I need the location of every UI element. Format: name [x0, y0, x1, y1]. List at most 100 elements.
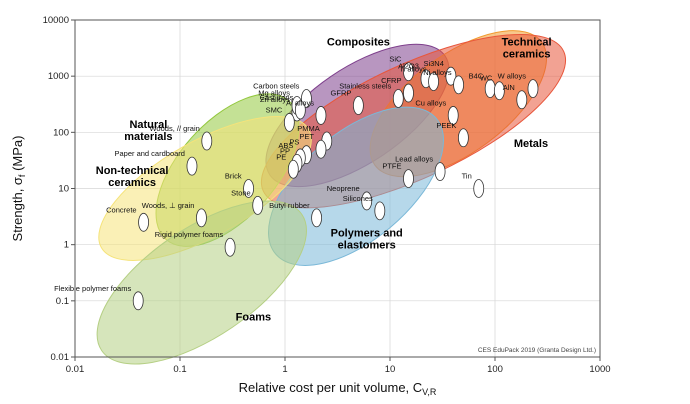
- material-label: Cast irons: [260, 93, 294, 102]
- material-label: PEEK: [436, 121, 456, 130]
- material-label: Paper and cardboard: [114, 149, 184, 158]
- material-bubble: [374, 201, 386, 221]
- y-tick-label: 0.01: [51, 352, 70, 363]
- material-label: Ti alloys: [399, 65, 426, 74]
- material-bubble: [224, 237, 236, 257]
- family-envelopes: [96, 30, 567, 365]
- material-bubble: [403, 83, 414, 103]
- material-label: Neoprene: [327, 184, 360, 193]
- x-tick-label: 10: [385, 364, 396, 375]
- material-bubble: [473, 179, 485, 198]
- x-tick-label: 0.01: [66, 364, 85, 375]
- family-label: Composites: [327, 37, 390, 49]
- x-tick-label: 0.1: [173, 364, 186, 375]
- material-bubble: [403, 169, 414, 189]
- material-label: PET: [299, 132, 314, 141]
- material-bubble: [138, 212, 149, 232]
- material-label: Flexible polymer foams: [54, 284, 131, 293]
- material-label: PS: [289, 138, 299, 147]
- material-bubble: [311, 208, 323, 228]
- material-label: Si3N4: [423, 59, 443, 68]
- material-bubble: [453, 75, 464, 95]
- material-label: PTFE: [382, 162, 401, 171]
- material-label: Stainless steels: [339, 82, 391, 91]
- material-label: Lead alloys: [395, 155, 433, 164]
- material-label: Zn alloys: [260, 95, 290, 104]
- material-bubbles: [132, 62, 539, 311]
- material-bubble: [243, 179, 254, 198]
- family-envelope: [96, 200, 307, 365]
- x-tick-label: 1000: [589, 364, 610, 375]
- material-bubble: [132, 291, 144, 311]
- material-bubble: [315, 106, 327, 125]
- x-tick-label: 100: [487, 364, 503, 375]
- material-bubble: [493, 81, 505, 101]
- y-tick-label: 1000: [48, 71, 69, 82]
- material-label: ABS: [278, 141, 293, 150]
- material-label: Carbon steels: [253, 82, 300, 91]
- material-label: W alloys: [498, 72, 527, 81]
- material-label: Al alloys: [286, 98, 314, 107]
- material-bubble: [361, 191, 373, 211]
- material-label: Tin: [462, 172, 472, 181]
- material-bubble: [447, 106, 459, 125]
- material-label: Rigid polymer foams: [155, 230, 224, 239]
- y-tick-label: 1: [64, 240, 69, 251]
- y-tick-label: 0.1: [56, 296, 69, 307]
- material-bubble: [445, 66, 457, 86]
- material-label: CFRP: [381, 76, 401, 85]
- material-label: Woods, ⊥ grain: [142, 201, 195, 210]
- material-label: Woods, // grain: [149, 124, 199, 133]
- family-label: Metals: [514, 138, 548, 150]
- material-label: Concrete: [106, 205, 136, 214]
- material-label: WC: [480, 74, 493, 83]
- material-label: Stone: [231, 188, 251, 197]
- material-bubble: [287, 159, 299, 179]
- material-bubble: [516, 90, 528, 110]
- material-label: PE: [276, 152, 286, 161]
- material-bubble: [283, 113, 295, 132]
- y-tick-label: 10: [58, 184, 69, 195]
- material-bubble: [403, 62, 414, 82]
- material-bubble: [294, 100, 306, 120]
- material-label: Silicones: [343, 194, 373, 203]
- material-label: SMC: [266, 105, 283, 114]
- material-label: Mg alloys: [258, 89, 290, 98]
- material-label: Brick: [225, 172, 242, 181]
- material-label: AlN: [503, 83, 515, 92]
- material-bubble: [201, 131, 213, 151]
- material-bubble: [352, 96, 364, 115]
- y-tick-label: 100: [53, 127, 69, 138]
- y-axis-title: Strength, σf (MPa): [10, 136, 27, 242]
- x-tick-label: 1: [282, 364, 287, 375]
- material-label: B4C: [469, 72, 484, 81]
- material-label: Ni alloys: [423, 68, 452, 77]
- material-label: GFRP: [331, 89, 352, 98]
- y-tick-label: 10000: [43, 15, 69, 26]
- family-label: Foams: [236, 311, 271, 323]
- material-bubble: [428, 72, 439, 92]
- material-label: SiC: [389, 55, 402, 64]
- material-label: PMMA: [297, 124, 320, 133]
- axes: 0.01 0.1 1 10 100 1000 0.01 0.1 1 10 100 1000 10000R…: [10, 15, 611, 397]
- material-bubble: [527, 79, 539, 99]
- material-label: Butyl rubber: [269, 201, 310, 210]
- x-axis-title: Relative cost per unit volume, CV,R: [239, 380, 437, 397]
- material-label: Al2O3: [398, 62, 419, 71]
- material-label: PP: [280, 146, 290, 155]
- material-bubble: [457, 128, 469, 148]
- material-bubble: [392, 89, 404, 108]
- material-bubble: [434, 162, 446, 181]
- material-label: Cu alloys: [415, 98, 446, 107]
- material-bubble: [315, 139, 327, 159]
- credit-label: CES EduPack 2019 (Granta Design Ltd.): [478, 347, 596, 354]
- material-bubble: [196, 208, 207, 228]
- material-bubble: [252, 196, 264, 215]
